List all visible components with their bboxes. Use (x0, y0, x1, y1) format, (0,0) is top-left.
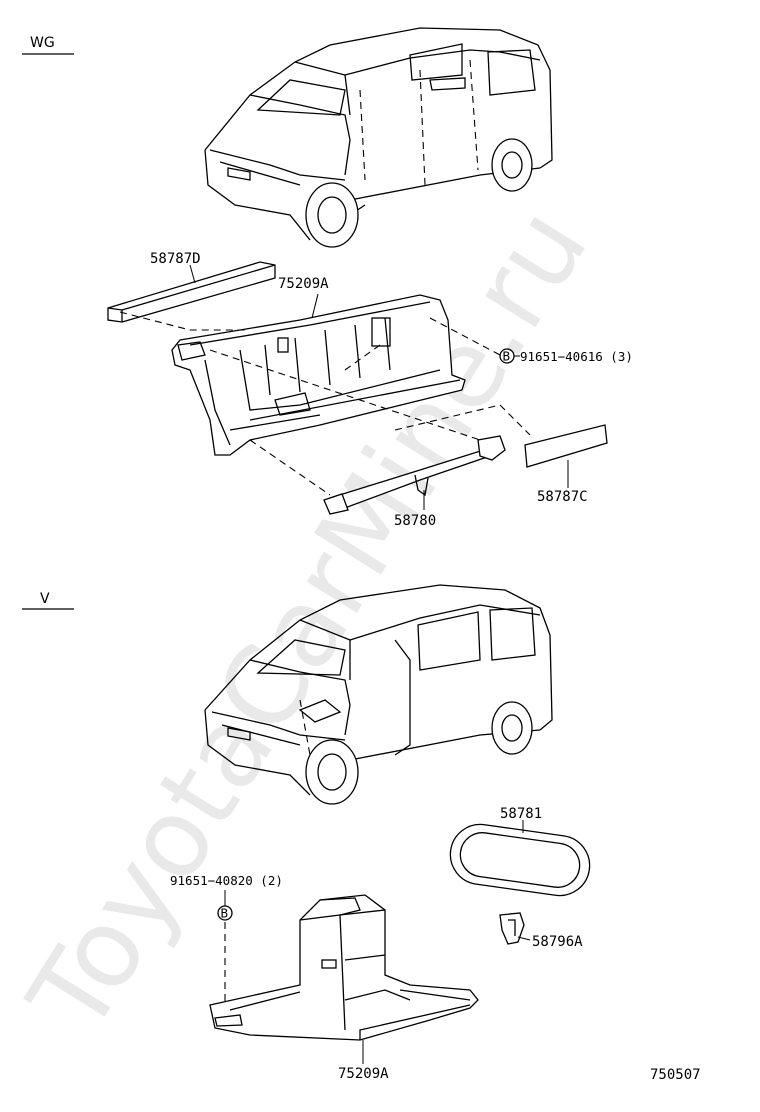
van-illustration-v (204, 584, 553, 805)
label-bolt-bottom: 91651−40820 (2) (170, 873, 283, 888)
label-58787D: 58787D (150, 251, 201, 267)
label-75209A-top: 75209A (278, 276, 329, 292)
illustration-code: 750507 (650, 1067, 701, 1083)
leader-75209A-top (311, 293, 319, 319)
leader-58796A (517, 936, 531, 941)
bolt-symbol-bottom: B (221, 906, 229, 921)
part-58787D-strip (107, 261, 276, 323)
part-58780-wrench (323, 435, 506, 515)
section-label-v: V (40, 591, 50, 607)
part-75209A-tray-top (171, 294, 466, 456)
bolt-icon-top: B (499, 348, 515, 364)
part-75209A-bracket-bottom (209, 894, 479, 1041)
bolt-icon-bottom: B (217, 905, 233, 921)
van-illustration-wg (204, 27, 553, 248)
bolt-symbol-top: B (503, 349, 511, 364)
leader-58787D (189, 264, 196, 284)
part-58781-seal (449, 823, 591, 897)
label-75209A-bottom: 75209A (338, 1066, 389, 1082)
label-58781: 58781 (500, 806, 542, 822)
label-58780: 58780 (394, 513, 436, 529)
guide-lines-wg (119, 311, 531, 496)
part-58787C-strip (524, 424, 608, 468)
part-58796A-clip (499, 912, 525, 945)
label-58796A: 58796A (532, 934, 583, 950)
label-58787C: 58787C (537, 489, 588, 505)
label-bolt-top: 91651−40616 (3) (520, 349, 633, 364)
section-label-wg: WG (30, 35, 55, 51)
